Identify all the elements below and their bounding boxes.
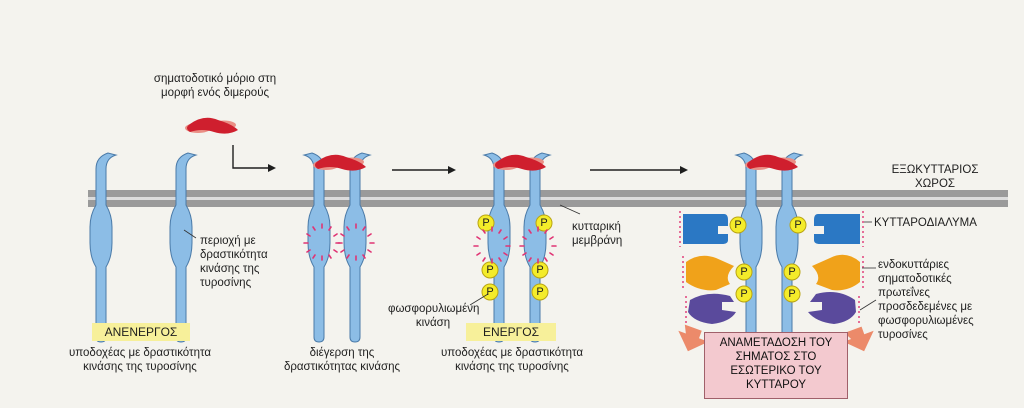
stimulated-receptor-left bbox=[303, 152, 331, 343]
phosphate-label: P bbox=[486, 264, 494, 276]
cytosol-label: ΚΥΤΤΑΡΟΔΙΑΛΥΜΑ bbox=[874, 217, 977, 229]
binding-arrow bbox=[232, 145, 268, 169]
phosphate-label: P bbox=[482, 217, 490, 229]
active-receptor-right bbox=[524, 153, 550, 342]
cell-membrane bbox=[88, 190, 1008, 207]
phosphate-label: P bbox=[536, 286, 544, 298]
phosphate-label: P bbox=[788, 288, 796, 300]
signal-dimer-ligand bbox=[185, 117, 238, 134]
intracellular-pointer-2 bbox=[859, 299, 877, 311]
inactive-tag: ΑΝΕΝΕΡΓΟΣ bbox=[92, 323, 190, 341]
active-tag: ΕΝΕΡΓΟΣ bbox=[466, 323, 556, 341]
phosphorylated-kinase-pointer bbox=[469, 293, 489, 306]
phosphate-label: P bbox=[734, 219, 742, 231]
kinase-domain-pointer bbox=[183, 229, 197, 239]
phosphate-label: P bbox=[486, 286, 494, 298]
inactive-receptor-left bbox=[90, 153, 116, 342]
inactive-receptor-right bbox=[170, 153, 196, 342]
intracellular-signaling-proteins bbox=[683, 214, 860, 324]
phosphate-label: P bbox=[536, 264, 544, 276]
stimulated-receptor-right bbox=[344, 153, 370, 342]
phosphate-label: P bbox=[740, 266, 748, 278]
membrane-pointer bbox=[559, 204, 581, 215]
signaling-receptor-right bbox=[776, 153, 802, 342]
phosphate-label: P bbox=[788, 266, 796, 278]
phosphate-label: P bbox=[540, 217, 548, 229]
binding-dashes bbox=[679, 211, 864, 324]
phosphate-label: P bbox=[794, 219, 802, 231]
phosphate-label: P bbox=[740, 288, 748, 300]
signaling-receptor-left bbox=[735, 152, 763, 343]
active-receptor-left bbox=[483, 152, 511, 343]
signal-output-arrows bbox=[678, 324, 874, 352]
